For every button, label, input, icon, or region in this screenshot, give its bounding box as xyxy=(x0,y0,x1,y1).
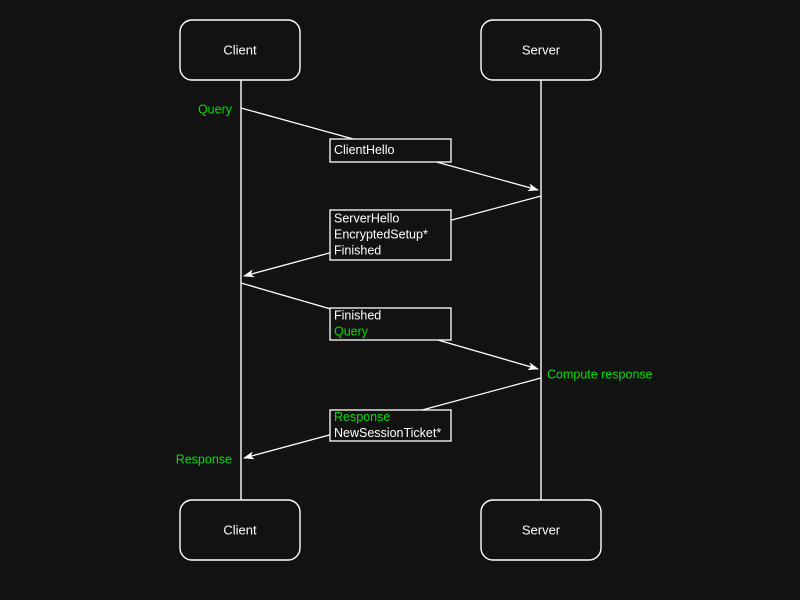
actor-client-bottom[interactable]: Client xyxy=(179,499,301,561)
actor-server-bottom[interactable]: Server xyxy=(480,499,602,561)
actor-box-shape xyxy=(179,19,301,81)
message-line: ServerHello xyxy=(334,211,399,225)
message-box-client-hello[interactable]: ClientHello xyxy=(329,138,452,163)
actor-label-client: Client xyxy=(223,522,257,537)
actor-box-shape xyxy=(179,499,301,561)
message-box-shape xyxy=(329,138,452,163)
note-compute-response: Compute response xyxy=(547,367,653,381)
message-box-shape xyxy=(329,409,452,442)
actor-label-client: Client xyxy=(223,42,257,57)
actor-client-top[interactable]: Client xyxy=(179,19,301,81)
message-line: EncryptedSetup* xyxy=(334,227,428,241)
note-query: Query xyxy=(198,102,233,116)
message-line: ClientHello xyxy=(334,143,394,157)
actor-label-server: Server xyxy=(522,522,561,537)
actor-box-shape xyxy=(480,19,602,81)
lifelines-layer xyxy=(240,80,542,500)
message-line: Query xyxy=(334,324,369,338)
message-line: NewSessionTicket* xyxy=(334,426,441,440)
message-box-shape xyxy=(329,307,452,341)
message-line: Finished xyxy=(334,243,381,257)
message-line: Finished xyxy=(334,308,381,322)
note-response: Response xyxy=(176,452,232,466)
message-line: Response xyxy=(334,410,390,424)
message-box-shape xyxy=(329,209,452,261)
actor-server-top[interactable]: Server xyxy=(480,19,602,81)
actor-label-server: Server xyxy=(522,42,561,57)
actor-box-shape xyxy=(480,499,602,561)
